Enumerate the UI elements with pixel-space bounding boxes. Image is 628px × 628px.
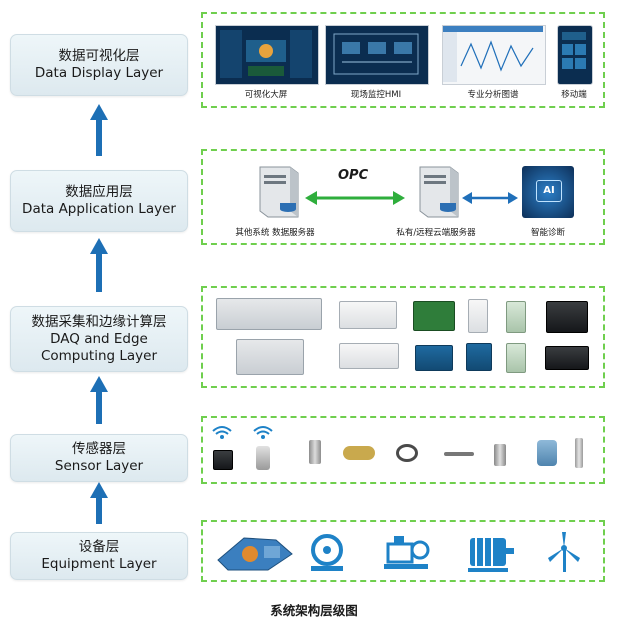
wireless-sensor-device [213,450,233,470]
arrow-up-3 [90,376,108,424]
daq-board-device [413,301,455,331]
cloud-server-caption: 私有/远程云端服务器 [396,228,476,238]
panel-display [201,12,605,108]
motor-icon [468,538,514,572]
cable-sensor [343,446,375,460]
daq-rugged-device [546,301,588,333]
daq-din-device [506,343,526,373]
daq-case-device [545,346,589,370]
display-caption-dashboard: 可视化大屏 [244,90,288,100]
daq-module-device [339,343,399,369]
display-caption-analysis: 专业分析图谱 [467,90,519,100]
diagnosis-caption: 智能诊断 [530,228,566,238]
figure-title: 系统架构层级图 [270,603,358,618]
server-icon [259,166,299,218]
panel-daq [201,286,605,388]
dashboard-graphic [220,30,312,78]
ai-diagnosis-image: AI [522,166,574,218]
panel-equipment [201,520,605,582]
layer-en-label: DAQ and Edge [50,330,148,347]
pump-icon [311,534,343,571]
mobile-screen-thumb [557,25,593,85]
layer-en-label-2: Computing Layer [40,347,158,364]
daq-din-device [468,299,488,333]
daq-rack-device [216,298,322,330]
layer-en-label: Sensor Layer [54,458,144,474]
layer-daq-edge: 数据采集和边缘计算层 DAQ and Edge Computing Layer [10,306,188,372]
other-server-caption: 其他系统 数据服务器 [235,228,315,238]
layer-cn-label: 数据采集和边缘计算层 [31,313,167,330]
wifi-icon [253,426,273,439]
ai-badge: AI [536,180,562,202]
arrow-up-1 [90,104,108,156]
pressure-sensor [494,444,506,466]
layer-cn-label: 传感器层 [72,441,126,457]
bidirectional-arrow-green [305,191,405,205]
temperature-sensor [575,438,583,468]
layer-sensor: 传感器层 Sensor Layer [10,434,188,482]
arrow-up-4 [90,482,108,524]
arrow-up-2 [90,238,108,292]
display-caption-mobile: 移动端 [561,90,587,100]
daq-module-device [415,345,453,371]
panel-application [201,149,605,245]
dashboard-screen-thumb [215,25,319,85]
layer-data-application: 数据应用层 Data Application Layer [10,170,188,232]
analysis-graphic [443,26,543,82]
display-caption-hmi: 现场监控HMI [350,90,402,100]
motor-pump-icon [384,536,430,569]
coil-sensor [396,444,418,462]
layer-data-display: 数据可视化层 Data Display Layer [10,34,188,96]
wind-turbine-icon [548,532,580,572]
transmitter-sensor [537,440,557,466]
layer-cn-label: 设备层 [78,539,120,555]
layer-equipment: 设备层 Equipment Layer [10,532,188,580]
industrial-pc-device [236,339,304,375]
mobile-graphic [562,32,586,69]
bidirectional-arrow-blue [462,192,518,204]
daq-module-device [339,301,397,329]
server-icon [419,166,459,218]
daq-gateway-device [466,343,492,371]
analysis-screen-thumb [442,25,546,85]
layer-en-label: Equipment Layer [41,556,157,572]
layer-en-label: Data Display Layer [34,65,164,81]
layer-cn-label: 数据应用层 [65,184,133,200]
layer-cn-label: 数据可视化层 [58,48,140,64]
accelerometer-sensor [309,440,321,464]
turbine-machine-icon [217,537,293,571]
wireless-sensor-device [256,446,270,470]
panel-sensor [201,416,605,484]
probe-sensor [444,452,474,456]
opc-logo: OPC [338,168,369,183]
daq-din-device [506,301,526,333]
wifi-icon [212,426,232,439]
hmi-screen-thumb [325,25,429,85]
layer-en-label: Data Application Layer [22,201,176,217]
hmi-graphic [333,33,419,75]
